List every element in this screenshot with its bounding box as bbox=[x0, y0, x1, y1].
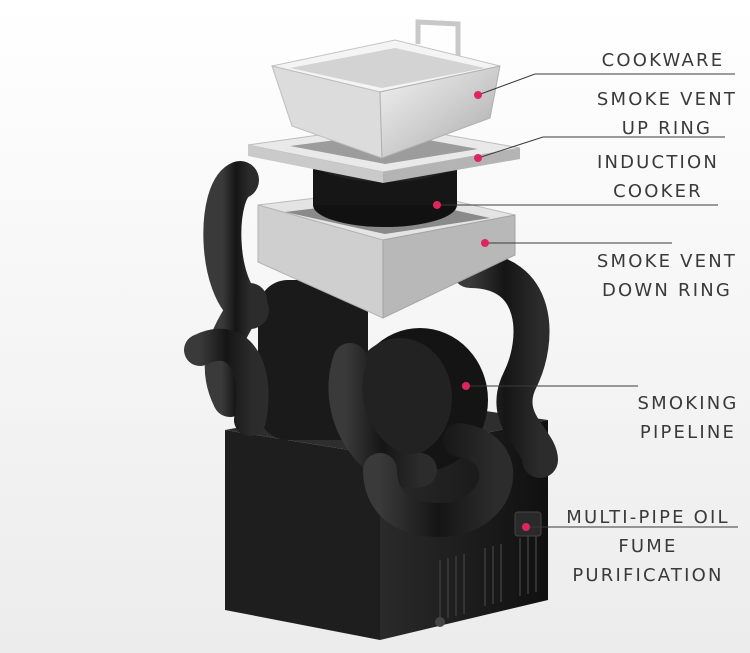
label-induction-cooker-line1: INDUCTION bbox=[596, 152, 720, 173]
cookware bbox=[271, 19, 501, 159]
marker-smoke-vent-up-ring bbox=[474, 154, 482, 162]
smoking-pipeline-assembly bbox=[184, 161, 558, 538]
leader-lines bbox=[437, 73, 738, 528]
label-smoking-pipeline-line2: PIPELINE bbox=[639, 422, 737, 443]
label-induction-cooker: INDUCTION COOKER bbox=[588, 148, 728, 206]
label-purification: MULTI-PIPE OIL FUME PURIFICATION bbox=[552, 503, 744, 590]
label-purification-line2: FUME bbox=[618, 536, 678, 557]
label-cookware-line1: COOKWARE bbox=[601, 50, 725, 71]
marker-purification bbox=[522, 523, 530, 531]
label-smoke-vent-up-ring: SMOKE VENT UP RING bbox=[588, 85, 746, 143]
label-smoke-vent-up-ring-line2: UP RING bbox=[621, 118, 713, 139]
markers bbox=[433, 91, 530, 531]
label-smoke-vent-down-ring-line2: DOWN RING bbox=[601, 280, 733, 301]
marker-cookware bbox=[474, 91, 482, 99]
label-smoke-vent-down-ring: SMOKE VENT DOWN RING bbox=[588, 247, 746, 305]
label-purification-line1: MULTI-PIPE OIL bbox=[566, 507, 730, 528]
label-smoking-pipeline: SMOKING PIPELINE bbox=[628, 389, 748, 447]
label-smoking-pipeline-line1: SMOKING bbox=[637, 393, 739, 414]
marker-induction-cooker bbox=[433, 201, 441, 209]
leader-line-cookware bbox=[477, 73, 735, 96]
label-induction-cooker-line2: COOKER bbox=[613, 181, 703, 202]
label-smoke-vent-down-ring-line1: SMOKE VENT bbox=[596, 251, 738, 272]
label-purification-line3: PURIFICATION bbox=[572, 565, 724, 586]
power-socket-icon bbox=[435, 617, 445, 627]
vent-grille bbox=[439, 534, 537, 620]
leader-line-smoke-vent-up-ring bbox=[477, 136, 725, 159]
marker-smoke-vent-down-ring bbox=[481, 239, 489, 247]
label-cookware: COOKWARE bbox=[588, 46, 738, 75]
label-smoke-vent-up-ring-line1: SMOKE VENT bbox=[596, 89, 738, 110]
marker-smoking-pipeline bbox=[462, 382, 470, 390]
